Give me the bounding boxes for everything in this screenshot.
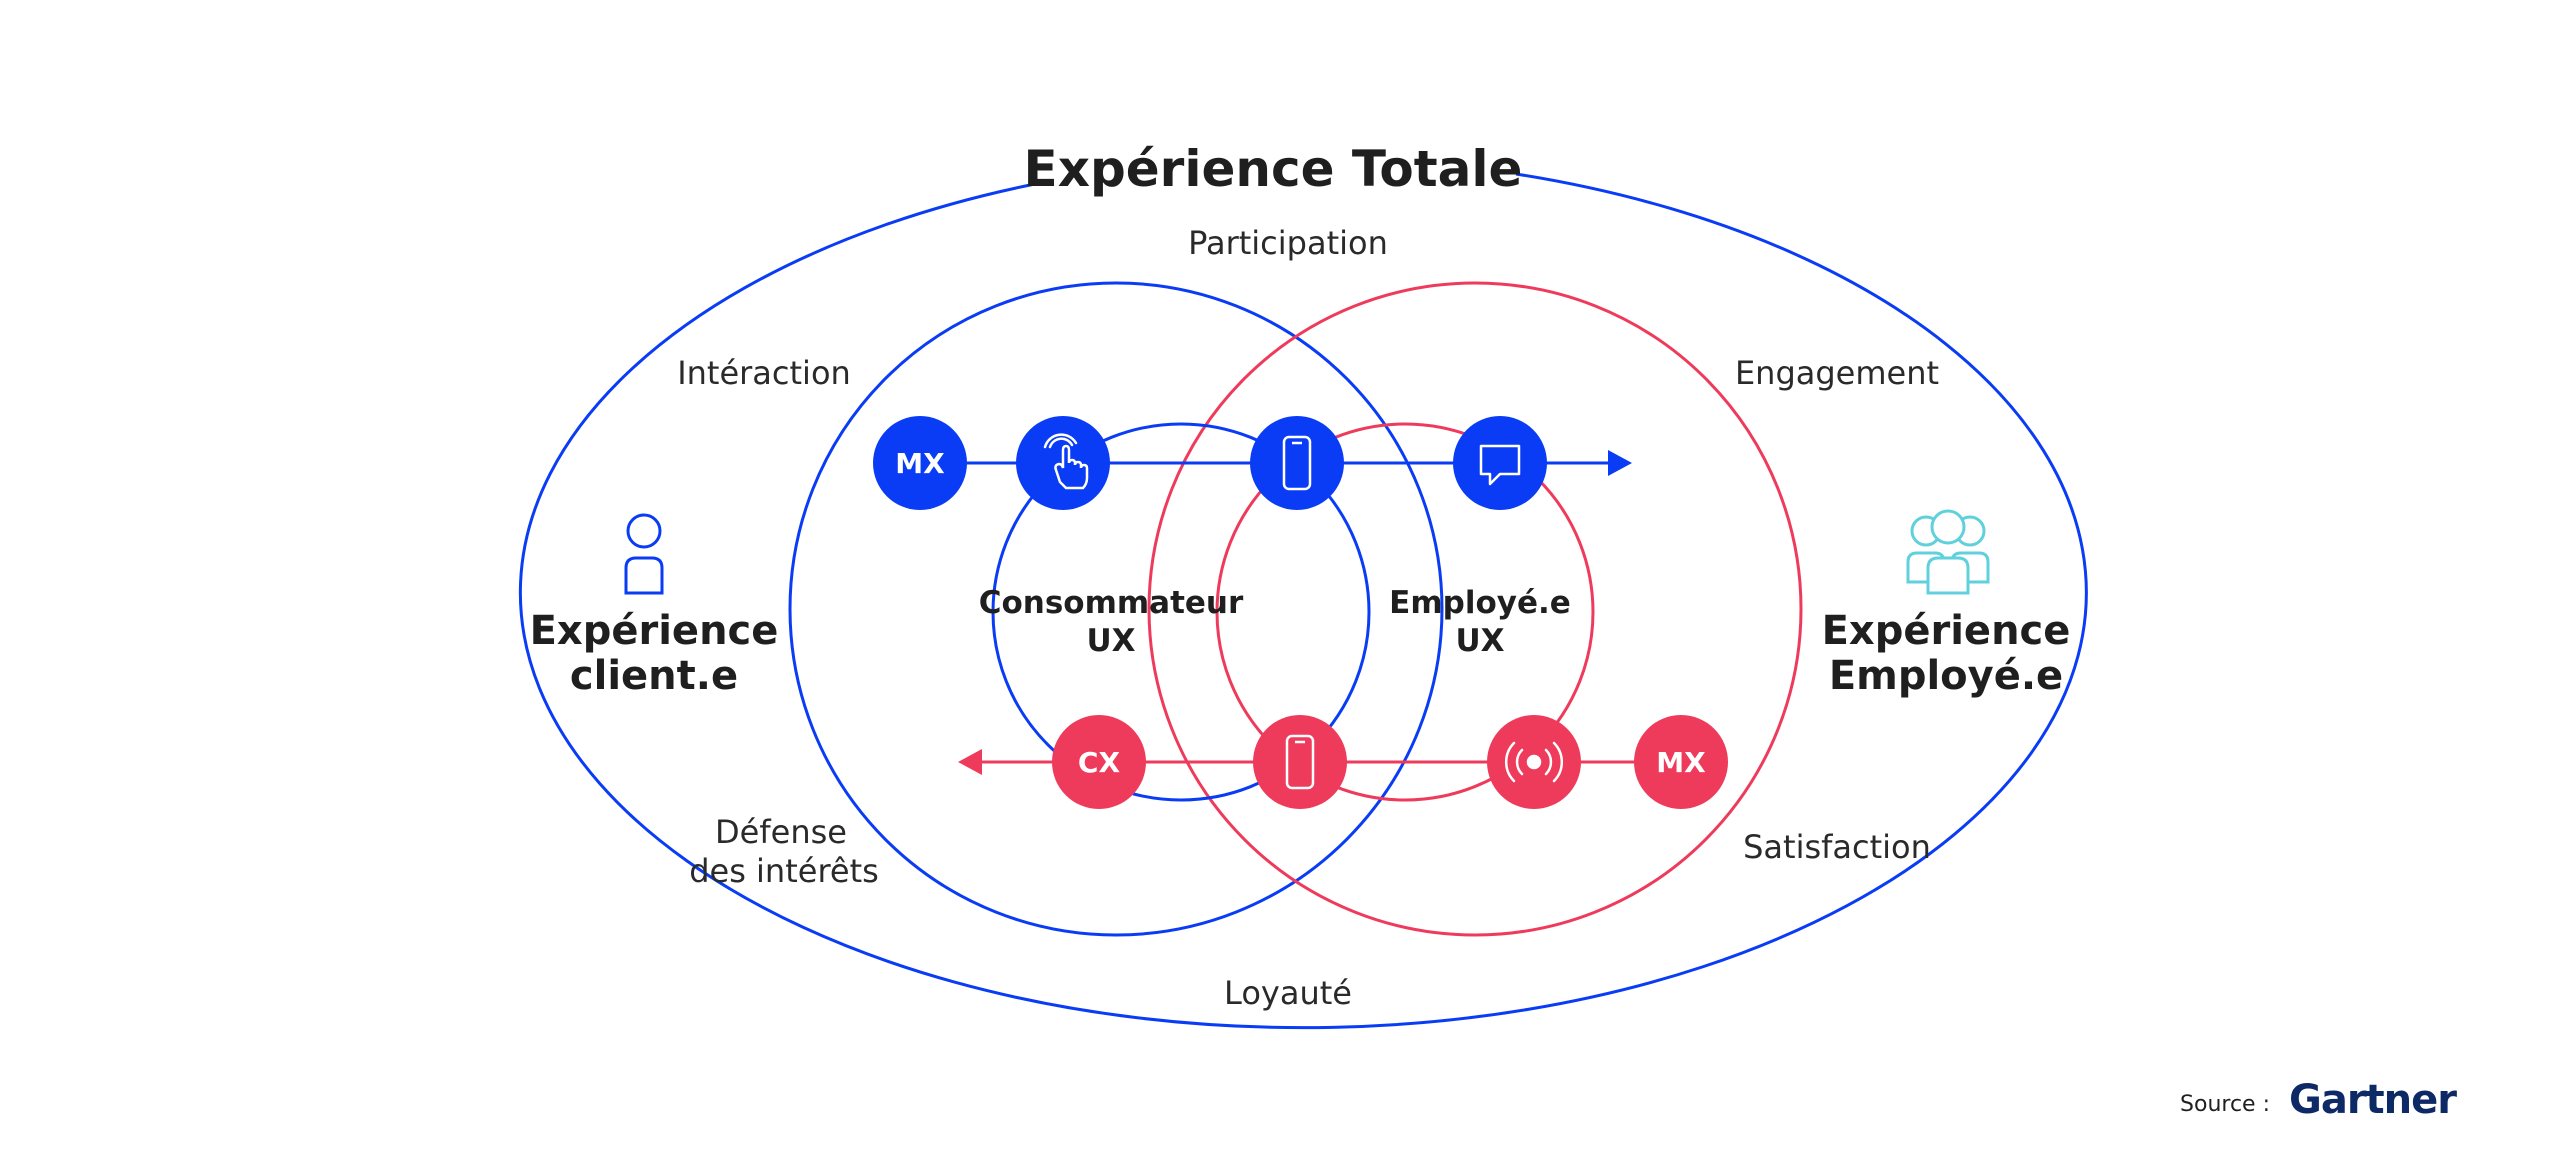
- page-title: Expérience Totale: [1024, 140, 1523, 198]
- gartner-logo: Gartner: [2289, 1077, 2457, 1123]
- employee-experience-line2: Employé.e: [1829, 653, 2063, 699]
- node-touch: [1016, 416, 1110, 510]
- node-top-device: [1250, 416, 1344, 510]
- label-loyalty: Loyauté: [1224, 974, 1352, 1012]
- employee-ux-line1: Employé.e: [1389, 585, 1571, 621]
- node-chat: [1453, 416, 1547, 510]
- consumer-ux-line2: UX: [1086, 623, 1135, 659]
- group-icon: [1906, 509, 1990, 595]
- node-bottom-mx: MX: [1634, 715, 1728, 809]
- broadcast-icon: [1504, 741, 1564, 783]
- outer-ellipse: [518, 172, 2088, 1030]
- customer-experience-line2: client.e: [570, 653, 738, 699]
- employee-ux-line2: UX: [1455, 623, 1504, 659]
- node-bottom-mx-label: MX: [1656, 746, 1706, 779]
- blue-arrow-head-icon: [1608, 450, 1632, 476]
- node-top-mx-label: MX: [895, 447, 945, 480]
- source-label: Source :: [2180, 1092, 2270, 1117]
- smartphone-icon: [1285, 734, 1315, 790]
- employee-experience-line1: Expérience: [1822, 608, 2071, 654]
- label-participation: Participation: [1188, 224, 1388, 262]
- label-satisfaction: Satisfaction: [1743, 828, 1931, 866]
- person-icon: [624, 513, 664, 595]
- employee-large-circle: [1147, 281, 1803, 937]
- consumer-ux-circle: [991, 422, 1371, 802]
- smartphone-icon: [1282, 435, 1312, 491]
- label-defense-line1: Défense: [715, 813, 847, 851]
- label-defense-line2: des intérêts: [689, 852, 879, 890]
- node-broadcast: [1487, 715, 1581, 809]
- customer-large-circle: [788, 281, 1444, 937]
- red-arrow-head-icon: [958, 749, 982, 775]
- label-interaction: Intéraction: [677, 354, 851, 392]
- node-bottom-device: [1253, 715, 1347, 809]
- chat-bubble-icon: [1479, 444, 1521, 486]
- node-bottom-cx-label: CX: [1078, 746, 1121, 779]
- label-engagement: Engagement: [1735, 354, 1939, 392]
- node-top-mx: MX: [873, 416, 967, 510]
- node-bottom-cx: CX: [1052, 715, 1146, 809]
- employee-ux-circle: [1215, 422, 1595, 802]
- customer-experience-line1: Expérience: [530, 608, 779, 654]
- consumer-ux-line1: Consommateur: [979, 585, 1244, 621]
- touch-icon: [1043, 433, 1089, 490]
